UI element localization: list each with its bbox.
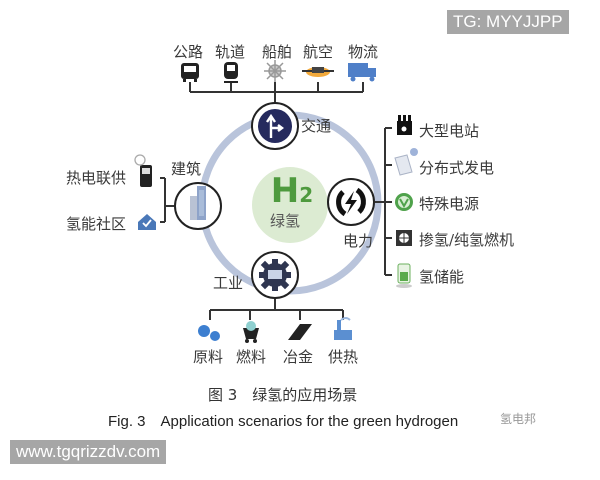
factory-icon (334, 317, 352, 340)
center-label: 绿氢 (270, 212, 301, 230)
solar-panel-icon (394, 148, 418, 176)
power-plant-icon (397, 115, 412, 135)
power-item-label: 掺氢/纯氢燃机 (419, 231, 515, 249)
road-sign-icon (258, 109, 292, 143)
watermark-bottom-left: www.tgqrizzdv.com (10, 440, 167, 464)
industry-item-label: 冶金 (283, 348, 314, 366)
center-hydrogen: H2 (262, 174, 322, 208)
molecules-icon (198, 325, 220, 341)
transport-item-label: 船舶 (262, 43, 293, 61)
power-label: 电力 (343, 232, 374, 250)
building-item-label: 热电联供 (66, 169, 127, 187)
transport-item-label: 公路 (173, 43, 204, 61)
transport-item-label: 航空 (303, 43, 334, 61)
caption-english: Fig. 3 Application scenarios for the gre… (108, 413, 459, 430)
industry-item-label: 原料 (193, 348, 224, 366)
battery-icon (396, 263, 412, 288)
special-power-icon (395, 193, 413, 211)
gear-icon (259, 259, 291, 291)
h2-symbol: H (270, 171, 300, 211)
industry-item-label: 燃料 (236, 348, 267, 366)
watermark-top-right: TG: MYYJJPP (447, 10, 569, 34)
caption-chinese: 图 3 绿氢的应用场景 (208, 386, 358, 404)
industry-label: 工业 (213, 274, 244, 292)
building-icon (190, 186, 206, 220)
building-label: 建筑 (171, 160, 202, 178)
h2-subscript: 2 (299, 183, 314, 207)
power-bolt-icon (336, 187, 366, 217)
power-item-label: 分布式发电 (419, 159, 495, 177)
train-icon (224, 62, 238, 83)
turbine-icon (396, 230, 412, 246)
transport-label: 交通 (301, 117, 332, 135)
community-house-icon (138, 214, 156, 230)
industry-item-label: 供热 (328, 348, 359, 366)
building-item-label: 氢能社区 (66, 215, 127, 233)
coal-cart-icon (243, 321, 259, 343)
bus-icon (181, 63, 199, 82)
power-item-label: 特殊电源 (419, 195, 480, 213)
transport-item-label: 物流 (348, 43, 379, 61)
airplane-icon (302, 67, 334, 77)
chp-unit-icon (134, 154, 152, 187)
power-item-label: 氢储能 (419, 268, 465, 286)
power-item-label: 大型电站 (419, 122, 480, 140)
steel-ingot-icon (288, 324, 312, 340)
center-bg (252, 167, 328, 243)
ship-wheel-icon (264, 60, 286, 82)
transport-item-label: 轨道 (215, 43, 246, 61)
source-account-watermark: 氢电邦 (500, 412, 537, 426)
truck-icon (348, 63, 376, 82)
